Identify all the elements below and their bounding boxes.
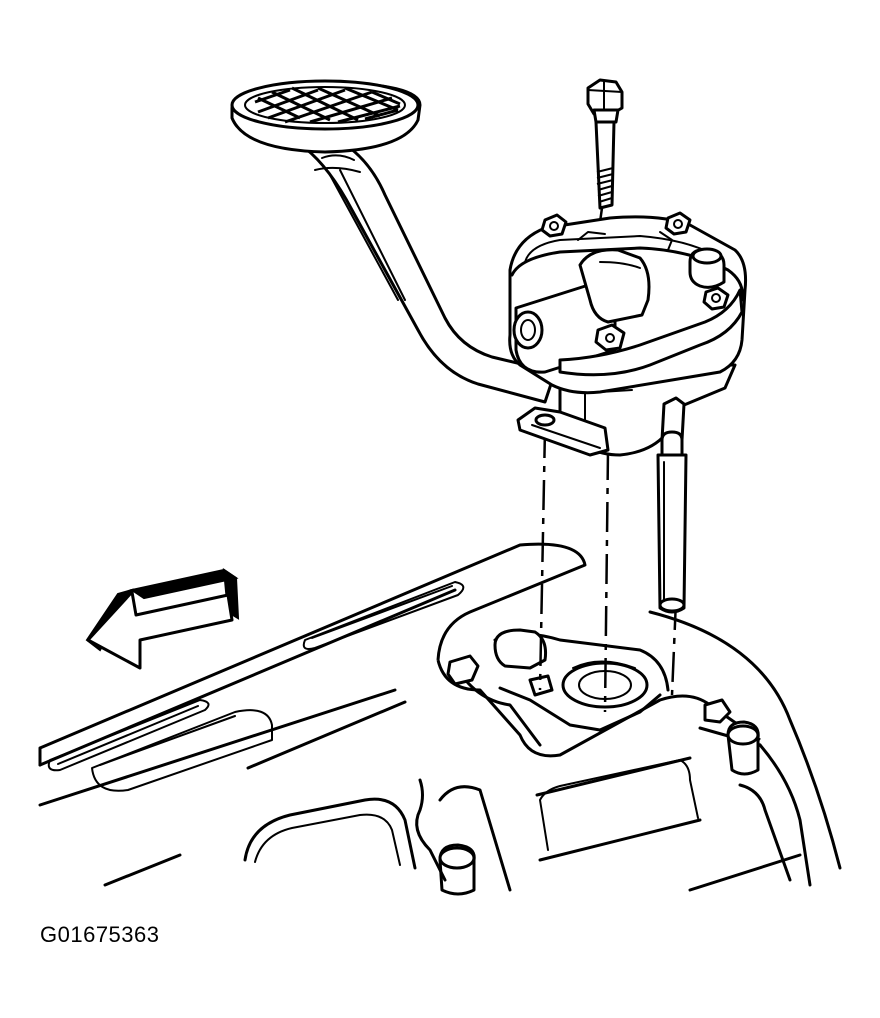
drive-shaft-icon [656, 396, 688, 614]
pump-screen-icon [230, 79, 422, 154]
oil-pump-exploded-diagram [38, 78, 842, 896]
oil-pump-body-icon [508, 211, 747, 457]
figure-id-label: G01675363 [40, 922, 160, 947]
engine-block-icon [38, 542, 842, 896]
mounting-bolt-icon [586, 78, 624, 210]
direction-arrow-icon [85, 568, 240, 670]
pickup-tube-icon [303, 146, 557, 404]
pump-bolt-heads [540, 211, 730, 352]
